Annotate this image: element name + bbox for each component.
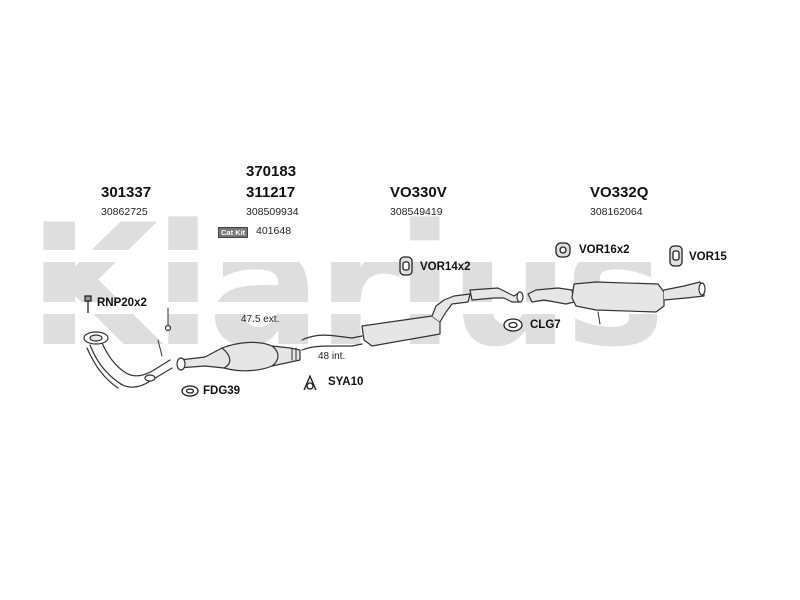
oem-number-rear-silencer: 308162064 xyxy=(590,206,643,218)
sya-hanger-icon xyxy=(303,374,317,391)
part-number-catalyst-alt: 370183 xyxy=(246,163,297,180)
fitting-label-clg: CLG7 xyxy=(530,319,561,331)
part-number-rear-silencer: VO332Q xyxy=(590,184,649,201)
oem-number-front-pipe: 30862725 xyxy=(101,206,148,218)
measurement-external: 47.5 ext. xyxy=(241,314,280,325)
part-number-front-pipe: 301337 xyxy=(101,184,152,201)
clg-clamp-icon xyxy=(503,318,523,332)
measurement-internal: 48 int. xyxy=(318,351,346,362)
part-number-centre-section: VO330V xyxy=(390,184,447,201)
rear-silencer-drawing xyxy=(527,281,706,325)
fdg-gasket-icon xyxy=(181,385,199,397)
oem-number-centre-section: 308549419 xyxy=(390,206,443,218)
vor16-rubber-hanger-icon xyxy=(555,242,571,258)
fitting-label-rnp: RNP20x2 xyxy=(97,297,147,309)
fitting-label-vor14: VOR14x2 xyxy=(420,261,471,273)
part-number-catalyst: 311217 xyxy=(246,184,296,201)
fitting-label-vor15: VOR15 xyxy=(689,251,727,263)
fitting-label-fdg: FDG39 xyxy=(203,385,241,397)
fitting-label-vor16: VOR16x2 xyxy=(579,244,630,256)
watermark-stripe xyxy=(0,250,800,262)
fitting-label-sya: SYA10 xyxy=(328,376,364,388)
cat-kit-number: 401648 xyxy=(256,225,292,237)
catalytic-converter-drawing xyxy=(176,341,301,372)
vor14-rubber-hanger-icon xyxy=(399,256,413,276)
rnp-bolt-icon xyxy=(84,295,92,313)
centre-section-drawing xyxy=(301,287,524,351)
vor15-rubber-hanger-icon xyxy=(669,245,683,267)
cat-kit-badge: Cat Kit xyxy=(218,227,249,238)
oem-number-catalyst: 308509934 xyxy=(246,206,299,218)
front-pipe-drawing xyxy=(83,307,173,389)
